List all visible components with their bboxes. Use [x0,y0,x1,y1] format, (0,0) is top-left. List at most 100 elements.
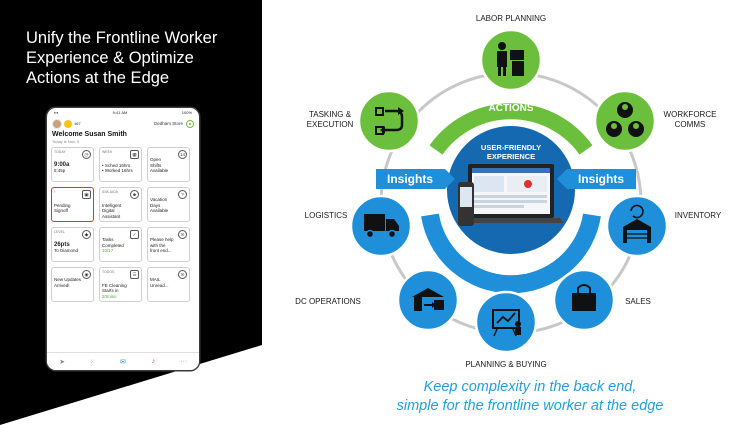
diamond-icon: ◆ [82,230,91,239]
data-label: DATA [495,263,527,277]
more-icon[interactable]: ··· [180,358,188,365]
card-text: • Worked 16hrs [102,168,133,173]
card-title: ASK AIDA [102,190,118,194]
card-text: Days [150,202,161,208]
headline-line-1: Unify the Frontline Worker [26,29,218,47]
robot-icon: ☻ [130,190,139,199]
status-time: 9:41 AM [112,110,128,115]
workforce-label-line-2: COMMS [675,120,706,129]
labor-planning-label: LABOR PLANNING [476,14,546,23]
chat-icon[interactable]: ✉ [120,358,126,366]
card-text: Open [150,157,162,162]
card-text: Vacation [150,197,168,202]
status-bar: ▪▪▪ 9:41 AM 100% [47,108,199,117]
headline-line-2: Experience & Optimize [26,49,194,67]
checklist-icon: ☰ [130,270,139,279]
card-text: Unread... [150,282,169,288]
center-title-line-1: USER-FRIENDLY [481,143,541,152]
card-text: Tasks [102,237,114,242]
home-icon[interactable]: ➤ [59,358,66,366]
card-text: • Sched 16hrs [102,162,131,168]
calendar-icon: ▦ [130,150,139,159]
tasking-label-line-1: TASKING & [309,110,352,119]
phone-mockup: ▪▪▪ 9:41 AM 100% 167 Dedham Store Welcom… [47,108,199,370]
card-text: 26pts [54,241,70,248]
card-text: 5:45p [54,168,66,173]
insights-right-label: Insights [578,172,624,186]
dc-operations-node [396,268,460,332]
id-card-icon: ▣ [82,190,91,199]
laptop-icon [458,164,564,223]
location-pin-icon[interactable] [186,119,194,128]
tasking-label-line-2: EXECUTION [307,120,354,129]
card-title: TODOS [102,270,115,274]
actions-label: ACTIONS [489,103,534,114]
card-text: 20mins [102,293,117,299]
tagline-line-1: Keep complexity in the back end, [423,379,637,395]
card-text: Please help [150,237,174,242]
logistics-node [349,194,413,258]
today-date: Today is Nov, 9 [52,139,80,144]
planning-buying-node [474,290,538,354]
card-title: LEVEL [54,230,65,234]
tasking-execution-node [357,89,421,153]
card-text: Completed [102,242,124,248]
welcome-text: Welcome Susan Smith [52,131,127,138]
card-text: Starts in [102,288,119,293]
workforce-comms-node [593,89,657,153]
insights-left-label: Insights [387,172,433,186]
tagline-line-2: simple for the frontline worker at the e… [396,398,664,414]
sales-node [552,268,616,332]
coin-icon [64,119,72,128]
data-arc [421,213,601,294]
tab-bar: ➤ ⁙ ✉ ♪ ··· [47,352,199,370]
store-name[interactable]: Dedham Store [153,121,183,126]
inventory-label: INVENTORY [675,211,722,220]
card-text: front end... [150,248,172,253]
mail-icon: ✉ [178,270,187,279]
labor-planning-node [479,28,543,92]
insights-right-arrow [557,169,636,189]
dc-operations-label: DC OPERATIONS [295,297,361,306]
center-title-line-2: EXPERIENCE [487,152,535,161]
dashboard-card[interactable]: WEEK▦• Sched 16hrs• Worked 16hrs [99,147,142,182]
card-text: Shifts [150,162,162,168]
headline: Unify the Frontline Worker Experience & … [26,28,251,88]
card-text: Intelligent [102,202,122,208]
card-text: 10/17 [102,248,114,253]
sales-label: SALES [625,297,651,306]
card-text: To Diamond [54,248,79,253]
card-text: Assistant [102,213,121,219]
apps-grid-icon[interactable]: ⁙ [89,358,96,366]
badge-14-icon: 14 [178,150,187,159]
card-text: 9:00a [54,161,70,168]
signal-icon: ▪▪▪ [54,110,59,115]
clock-icon: ◷ [82,150,91,159]
ecosystem-diagram: ACTIONS DATA Insights Insights USER-FRIE… [295,14,722,369]
card-text: FE Cleaning [102,282,127,288]
card-text: Pending [54,202,71,208]
bell-icon[interactable]: ♪ [151,358,156,365]
app-header: 167 Dedham Store [47,117,199,130]
question-icon: ? [178,190,187,199]
card-text: with the [150,242,166,248]
logistics-label: LOGISTICS [305,211,348,220]
avatar[interactable] [52,118,62,129]
card-text: MAIL [150,277,161,282]
clipboard-icon: ✓ [130,230,139,239]
insights-left-arrow [376,169,455,189]
card-text: Arrived! [54,282,70,288]
points-count: 167 [74,121,81,126]
